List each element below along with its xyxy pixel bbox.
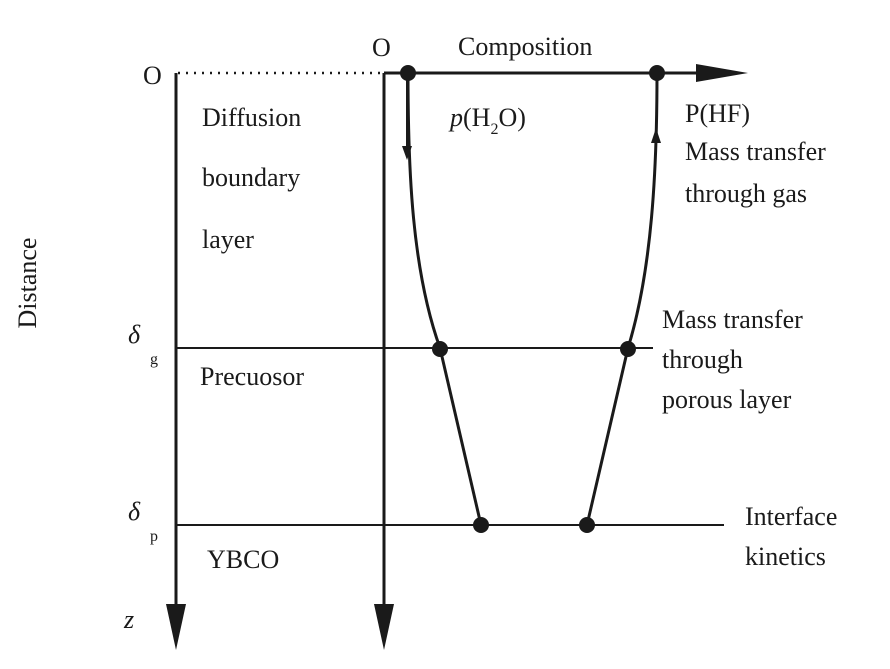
- water-pressure-label: p(H2O): [448, 103, 526, 138]
- distance-axis-label: Distance: [13, 238, 42, 329]
- hf-flow-arrowhead: [651, 128, 661, 143]
- hf-delta-p-point: [579, 517, 595, 533]
- water-pressure-open: (H: [463, 103, 491, 132]
- porous-transfer-annotation-line3: porous layer: [662, 385, 792, 414]
- water-origin-point: [400, 65, 416, 81]
- porous-transfer-annotation-line1: Mass transfer: [662, 305, 803, 334]
- delta-p-subscript: p: [150, 528, 158, 545]
- water-pressure-curve: [406, 72, 483, 526]
- diffusion-layer-label-line3: layer: [202, 225, 254, 254]
- composition-axis-arrowhead: [696, 64, 748, 82]
- delta-g-subscript: g: [150, 351, 158, 368]
- z-axis-symbol: z: [123, 605, 134, 634]
- middle-axis-arrowhead: [374, 604, 394, 650]
- interface-annotation-line1: Interface: [745, 502, 837, 531]
- composition-axis-label: Composition: [458, 32, 592, 61]
- origin-right-label: O: [372, 33, 391, 62]
- delta-g-symbol: δ: [128, 320, 141, 349]
- hf-pressure-curve: [585, 72, 659, 526]
- interface-annotation-line2: kinetics: [745, 542, 826, 571]
- water-flow-arrowhead: [402, 146, 412, 160]
- water-delta-g-point: [432, 341, 448, 357]
- diffusion-layer-label-line2: boundary: [202, 163, 300, 192]
- origin-left-label: O: [143, 61, 162, 90]
- ybco-layer-label: YBCO: [207, 545, 279, 574]
- water-delta-p-point: [473, 517, 489, 533]
- water-pressure-prefix: p: [448, 103, 463, 132]
- hf-origin-point: [649, 65, 665, 81]
- porous-transfer-annotation-line2: through: [662, 345, 743, 374]
- precursor-layer-label: Precuosor: [200, 362, 304, 391]
- hf-delta-g-point: [620, 341, 636, 357]
- left-axis-arrowhead: [166, 604, 186, 650]
- gas-transfer-annotation-line1: Mass transfer: [685, 137, 826, 166]
- hf-pressure-label: P(HF): [685, 99, 750, 128]
- water-pressure-sub: 2: [490, 121, 498, 138]
- diffusion-layer-label-line1: Diffusion: [202, 103, 301, 132]
- delta-p-symbol: δ: [128, 497, 141, 526]
- gas-transfer-annotation-line2: through gas: [685, 179, 807, 208]
- water-pressure-close: O): [498, 103, 525, 132]
